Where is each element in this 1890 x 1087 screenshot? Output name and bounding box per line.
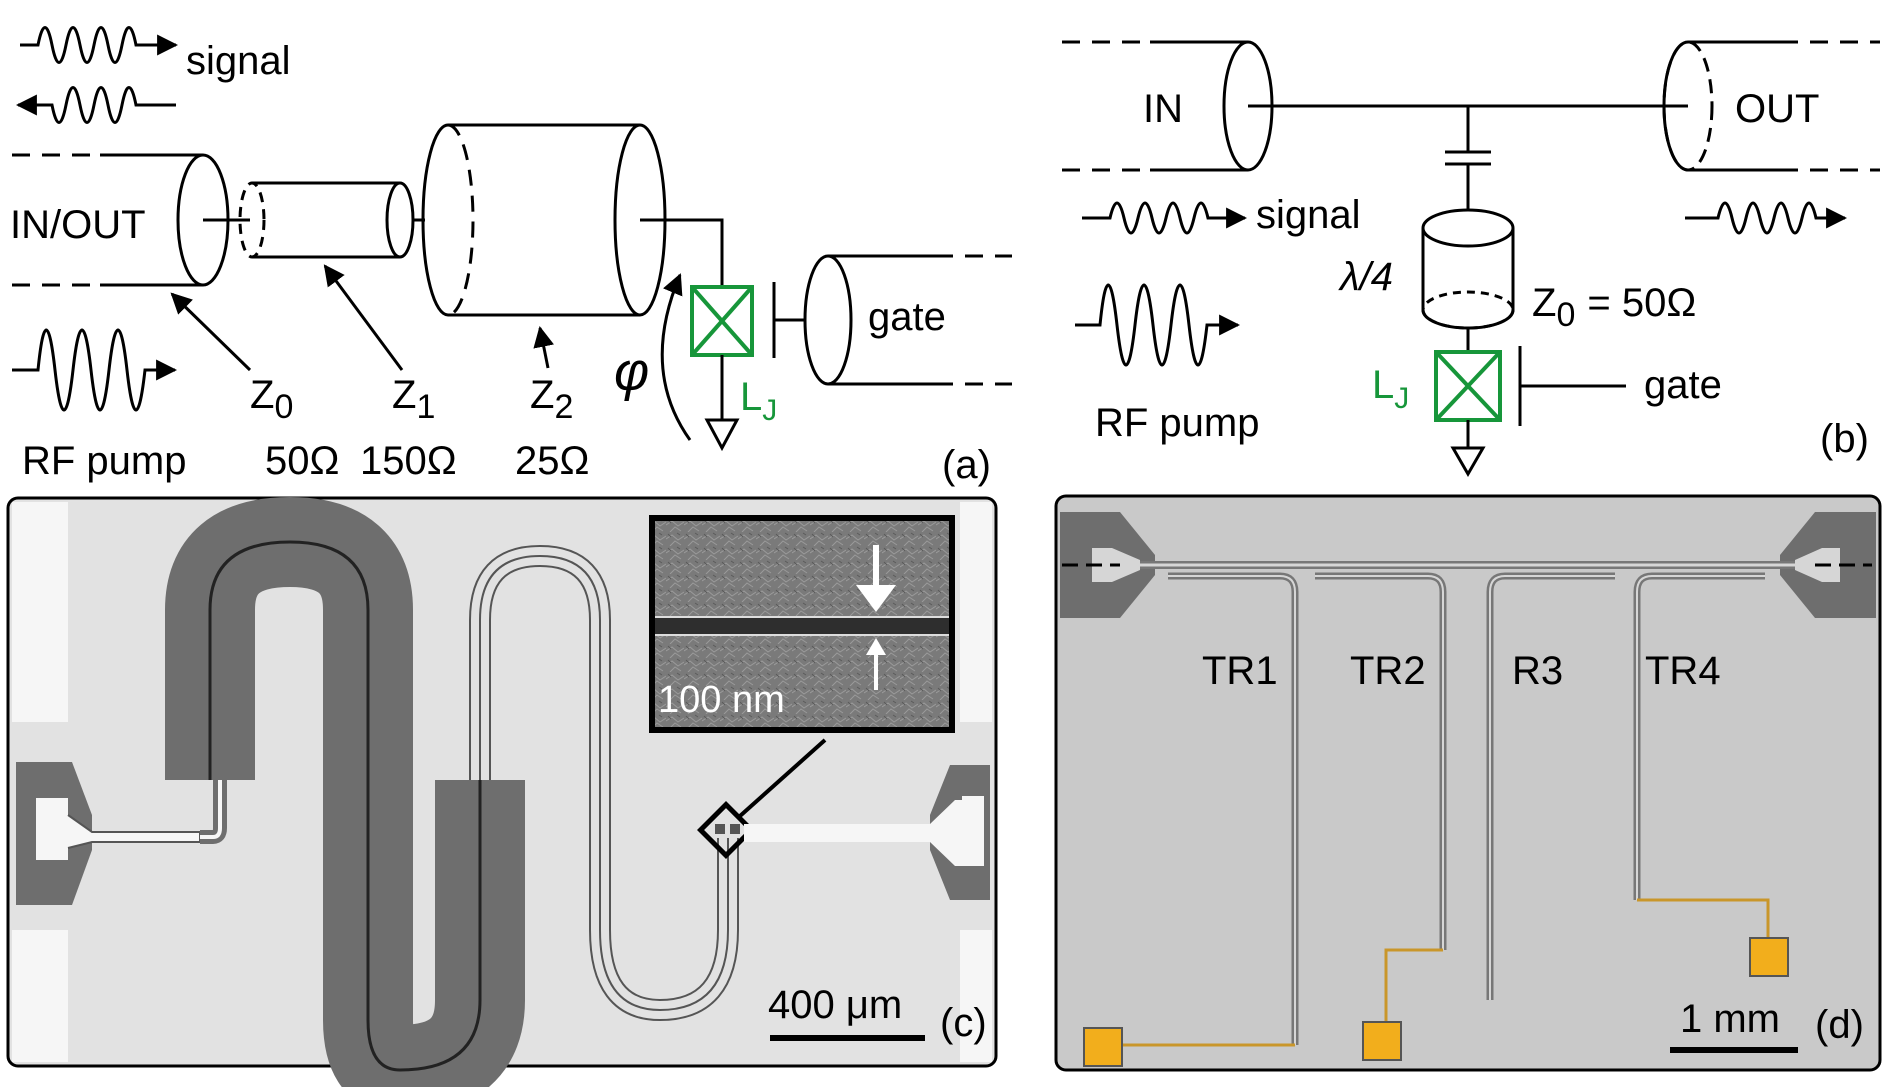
lj-label-a: LJ: [740, 375, 777, 427]
panel-c-micrograph: 100 nm 400 μm (c): [6, 496, 998, 1087]
gate-coax-end: [803, 254, 853, 386]
rf-pump-label-b: RF pump: [1095, 401, 1260, 445]
z2-value: 25Ω: [515, 439, 589, 483]
resonator-tr1: [1168, 572, 1299, 1045]
z1-coax-end: [385, 181, 415, 259]
label-tr1: TR1: [1202, 649, 1278, 693]
panel-d-tag: (d): [1815, 1003, 1864, 1047]
z1-value: 150Ω: [360, 439, 457, 483]
gate-label-a: gate: [868, 295, 946, 339]
resonator-tr4: [1633, 572, 1765, 900]
label-tr2: TR2: [1350, 649, 1426, 693]
lambda-label: λ/4: [1338, 255, 1393, 299]
z2-label: Z2: [530, 373, 573, 426]
z0-value-a: 50Ω: [265, 439, 339, 483]
in-label: IN: [1143, 87, 1183, 131]
phase-arrow: [660, 273, 692, 441]
signal-wave-b: [1082, 201, 1248, 235]
in-out-label: IN/OUT: [10, 203, 146, 247]
resonator-r3: [1486, 572, 1615, 1000]
rf-pump-wave-a: [12, 328, 178, 412]
lj-label-b: LJ: [1372, 363, 1409, 415]
lambda-quarter-resonator: [1421, 208, 1515, 248]
output-wave-b: [1685, 201, 1848, 235]
signal-label-b: signal: [1256, 193, 1361, 237]
panel-c-tag: (c): [940, 1001, 987, 1045]
phi-label: φ: [614, 342, 649, 402]
junction-highlight-box: [697, 801, 755, 859]
panel-b-tag: (b): [1820, 417, 1869, 461]
scale-label-c: 400 μm: [768, 983, 902, 1027]
signal-label-a: signal: [186, 39, 291, 83]
z0-label-a: Z0: [250, 373, 293, 426]
panel-d-micrograph: TR1 TR2 R3 TR4 1 mm (d): [1054, 494, 1882, 1072]
scale-label-d: 1 mm: [1680, 997, 1780, 1041]
label-tr4: TR4: [1645, 649, 1721, 693]
out-label: OUT: [1735, 87, 1819, 131]
label-r3: R3: [1512, 649, 1563, 693]
z1-label: Z1: [392, 373, 435, 426]
ground-a: [704, 418, 740, 452]
z0-label-b: Z0= 50Ω: [1532, 281, 1696, 334]
gate-pad-4: [1749, 937, 1789, 977]
rf-pump-wave-b: [1075, 283, 1241, 367]
signal-in-wave: [20, 26, 179, 64]
rf-pump-label-a: RF pump: [22, 439, 187, 483]
gate-label-b: gate: [1644, 363, 1722, 407]
panel-b-circuit: IN OUT λ/4 Z0= 50Ω LJ gate: [1062, 40, 1880, 478]
resonator-tr2: [1315, 572, 1447, 950]
gate-pad-2: [1362, 1021, 1402, 1061]
panel-a-tag: (a): [942, 443, 991, 487]
signal-out-wave: [15, 86, 176, 124]
ground-b: [1450, 446, 1486, 478]
panel-a-circuit: signal IN/OUT: [10, 26, 1012, 487]
gate-pad-1: [1083, 1027, 1123, 1067]
inset-scale-label: 100 nm: [658, 679, 785, 721]
